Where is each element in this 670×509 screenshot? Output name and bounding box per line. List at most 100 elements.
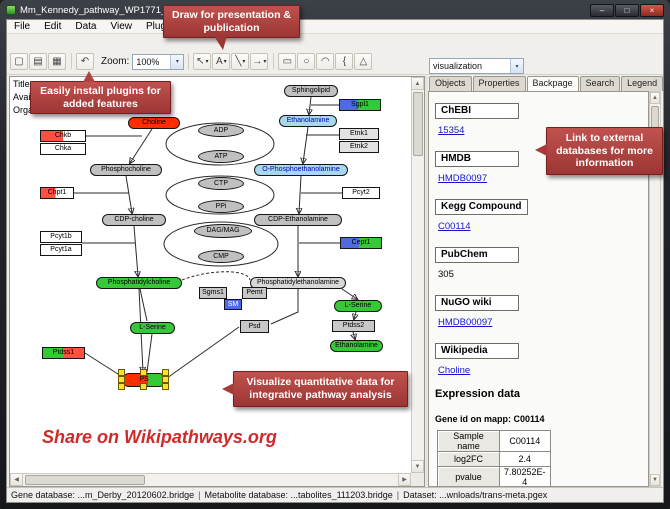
scroll-down-icon[interactable]: ▼ [411,460,424,473]
backpage-link[interactable]: Choline [438,365,471,376]
brace-tool-button[interactable]: { [335,53,354,70]
node-l-serine-left[interactable]: L-Serine [130,322,175,334]
node-sphingolipid[interactable]: Sphingolipid [284,85,338,97]
node-chpt1[interactable]: Chpt1 [40,187,74,199]
selection-handle[interactable] [162,369,169,376]
node-adp[interactable]: ADP [198,124,244,137]
selection-handle[interactable] [162,383,169,390]
menu-item-plugins[interactable]: Plugins [139,20,186,33]
arrow-tool-button[interactable]: →▾ [250,53,269,70]
node-atp[interactable]: ATP [198,150,244,163]
node-ptdss1[interactable]: Ptdss1 [42,347,85,359]
node-pcyt1a[interactable]: Pcyt1a [40,244,82,256]
node-ctp[interactable]: CTP [198,177,244,190]
label-tool-button[interactable]: A▾ [212,53,231,70]
tab-search[interactable]: Search [579,76,621,91]
panel-splitter[interactable] [425,76,428,487]
node-cept1[interactable]: Cept1 [340,237,382,249]
canvas-vertical-scrollbar[interactable]: ▲ ▼ [411,77,424,473]
backpage-link[interactable]: HMDB00097 [438,317,493,328]
node-pemt[interactable]: Pemt [242,287,267,299]
tab-legend[interactable]: Legend [621,76,664,91]
chevron-down-icon[interactable]: ▾ [510,59,523,73]
new-file-button[interactable]: ▢ [10,53,28,70]
node-o-phosphoethanolamine[interactable]: O-Phosphoethanolamine [254,164,348,176]
zoom-combobox[interactable]: 100% ▾ [132,53,185,70]
toolbar-row: ▢▤▦↶ Zoom: 100% ▾ ↖▾A▾╲▾→▾▭○◠{△ [10,52,373,71]
node-choline[interactable]: Choline [128,117,180,129]
node-cmp[interactable]: CMP [198,250,244,263]
minimize-icon: – [599,5,605,15]
undo-button[interactable]: ↶ [76,53,94,70]
node-chka[interactable]: Chka [40,143,86,155]
selection-tool-icon: ↖ [196,55,205,67]
callout-pointer [222,383,234,395]
triangle-tool-button[interactable]: △ [354,53,373,70]
expression-table-value: C00114 [499,430,551,452]
selection-handle[interactable] [162,376,169,383]
save-file-button[interactable]: ▦ [48,53,66,70]
selection-handle[interactable] [140,383,147,390]
vertical-scroll-thumb[interactable] [413,92,423,156]
callout-text: Easily install plugins for added feature… [40,84,161,110]
node-ptdss2[interactable]: Ptdss2 [332,320,375,332]
scroll-down-icon[interactable]: ▼ [650,474,660,486]
node-cdp-ethanolamine[interactable]: CDP-Ethanolamine [254,214,342,226]
node-sgms1[interactable]: Sgms1 [199,287,227,299]
ellipse-tool-button[interactable]: ○ [297,53,316,70]
visualization-combobox[interactable]: visualization ▾ [429,58,524,74]
arc-tool-button[interactable]: ◠ [316,53,335,70]
node-dag-mag[interactable]: DAG/MAG [194,224,252,238]
node-ethanolamine-bottom[interactable]: Ethanolamine [330,340,383,352]
node-etnk2[interactable]: Etnk2 [339,141,379,153]
node-pcyt1b[interactable]: Pcyt1b [40,231,82,243]
selection-handle[interactable] [118,383,125,390]
selection-tool-button[interactable]: ↖▾ [193,53,212,70]
canvas-horizontal-scrollbar[interactable]: ◀ ▶ [10,473,411,486]
node-phosphocholine[interactable]: Phosphocholine [90,164,162,176]
close-button[interactable]: × [640,3,664,17]
backpage-link[interactable]: 15354 [438,125,465,136]
tab-properties[interactable]: Properties [472,76,526,91]
selection-handle[interactable] [118,369,125,376]
node-pcyt2[interactable]: Pcyt2 [342,187,380,199]
open-file-button[interactable]: ▤ [29,53,47,70]
selection-handle[interactable] [118,376,125,383]
node-phosphatidylethanolamine[interactable]: Phosphatidylethanolamine [250,277,346,289]
menu-item-data[interactable]: Data [75,21,97,32]
horizontal-scroll-thumb[interactable] [25,475,145,485]
node-ethanolamine-top[interactable]: Ethanolamine [279,115,337,127]
scroll-up-icon[interactable]: ▲ [411,77,424,90]
selection-handle[interactable] [140,369,147,376]
maximize-button[interactable]: □ [615,3,639,17]
node-ppi[interactable]: PPi [198,200,244,213]
minimize-button[interactable]: – [590,3,614,17]
node-etnk1[interactable]: Etnk1 [339,128,379,140]
menu-item-view[interactable]: View [110,21,132,32]
node-sgpl1[interactable]: Sgpl1 [339,99,381,111]
chevron-down-icon[interactable]: ▾ [170,54,184,69]
scroll-right-icon[interactable]: ▶ [398,473,411,486]
node-phosphatidylcholine[interactable]: Phosphatidylcholine [96,277,182,289]
backpage-link[interactable]: C00114 [438,221,471,232]
menu-item-edit[interactable]: Edit [44,21,62,32]
node-sm[interactable]: SM [224,299,242,310]
scroll-up-icon[interactable]: ▲ [650,92,660,104]
node-chkb[interactable]: Chkb [40,130,86,142]
node-l-serine-right[interactable]: L-Serine [334,300,382,312]
tab-backpage[interactable]: Backpage [526,76,579,91]
backpage-link[interactable]: HMDB0097 [438,173,488,184]
tab-objects[interactable]: Objects [429,76,472,91]
maximize-icon: □ [624,5,630,15]
line-tool-button[interactable]: ╲▾ [231,53,250,70]
menu-item-file[interactable]: File [14,21,31,32]
node-cdp-choline[interactable]: CDP-choline [102,214,166,226]
rectangle-tool-button[interactable]: ▭ [278,53,297,70]
node-psd[interactable]: Psd [240,320,269,333]
scroll-left-icon[interactable]: ◀ [10,473,23,486]
